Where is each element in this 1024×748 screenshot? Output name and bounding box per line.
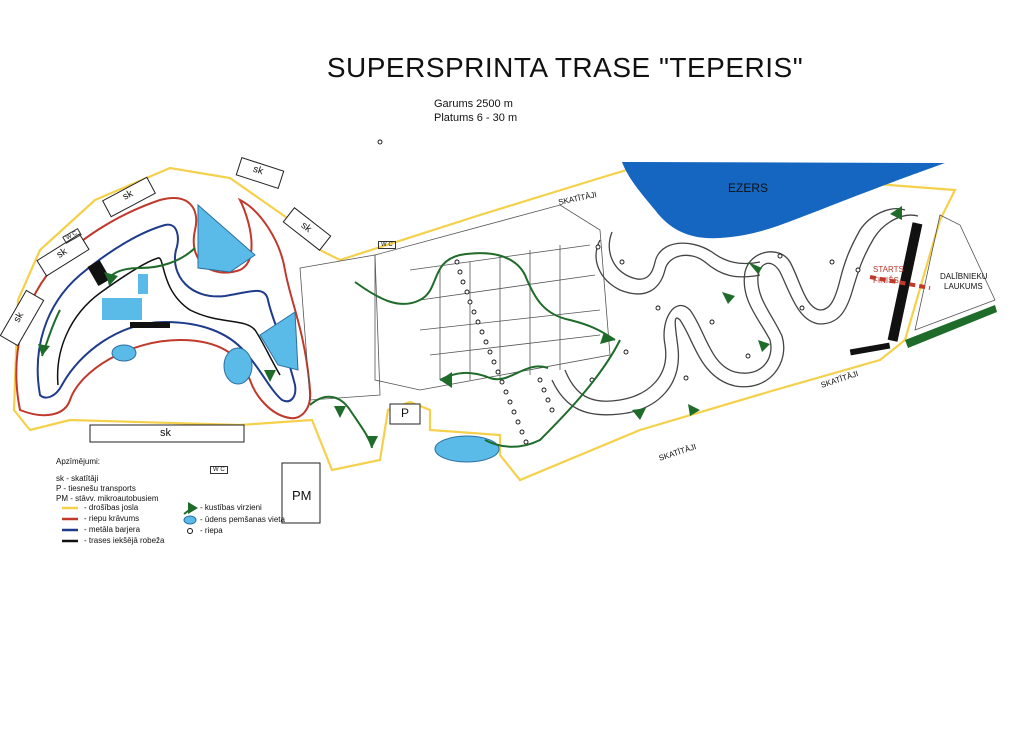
tyre-markers <box>377 139 861 445</box>
legend-metal-barrier: - metāla barjera <box>84 525 141 534</box>
start-finish-line <box>869 275 931 290</box>
legend-tyre-stack: - riepu krāvums <box>84 514 140 523</box>
spectator-boxes <box>0 157 421 524</box>
legend-heading: Apzīmējumi: <box>56 457 101 466</box>
right-track <box>551 208 919 416</box>
parking-p-label: P <box>401 406 410 420</box>
legend-inner-edge: - trases iekšējā robeža <box>84 536 165 545</box>
legend-sk: sk - skatītāji <box>56 474 99 483</box>
paddock-label-1: DALĪBNIEKU <box>940 272 988 281</box>
legend-swatches <box>62 502 198 543</box>
legend-pm: PM - stāvv. mikroautobusiem <box>56 494 159 503</box>
paddock-label-2: LAUKUMS <box>944 282 983 291</box>
infield-triangle-2 <box>259 311 299 371</box>
legend-water-spot: - ūdens pemšanas vieta <box>200 515 285 524</box>
map-title: SUPERSPRINTA TRASE "TEPERIS" <box>326 52 804 83</box>
safety-strip-outline <box>12 164 957 482</box>
paddock-strip <box>905 305 997 348</box>
tyre-stack-line <box>15 197 312 420</box>
water-spot-2 <box>223 347 253 385</box>
parking-pm-label: PM <box>292 488 312 503</box>
infield-triangle-1 <box>197 203 256 273</box>
finish-label: FINIŠS <box>873 276 899 285</box>
water-spot-1 <box>111 344 137 362</box>
infield-rect-1 <box>102 298 142 320</box>
legend-safety-strip: - drošības josla <box>84 503 139 512</box>
wc-label-2: W C <box>378 241 396 249</box>
legend-tyre: - riepa <box>200 526 223 535</box>
sk-label-6: sk <box>160 427 171 439</box>
start-label: STARTS <box>873 265 904 274</box>
infield-rect-2 <box>138 274 148 294</box>
water-spot-3 <box>434 435 500 463</box>
wc-label-3: W C <box>210 466 228 474</box>
direction-arrowheads <box>38 206 902 448</box>
central-paddock <box>299 204 611 401</box>
paddock-area <box>914 214 996 331</box>
legend-direction: - kustības virzieni <box>200 503 262 512</box>
track-length: Garums 2500 m <box>434 98 513 110</box>
track-width: Platums 6 - 30 m <box>434 112 518 124</box>
legend-p: P - tiesnešu transports <box>56 484 136 493</box>
lake-shape <box>622 162 945 239</box>
lake-label: EZERS <box>728 181 769 195</box>
